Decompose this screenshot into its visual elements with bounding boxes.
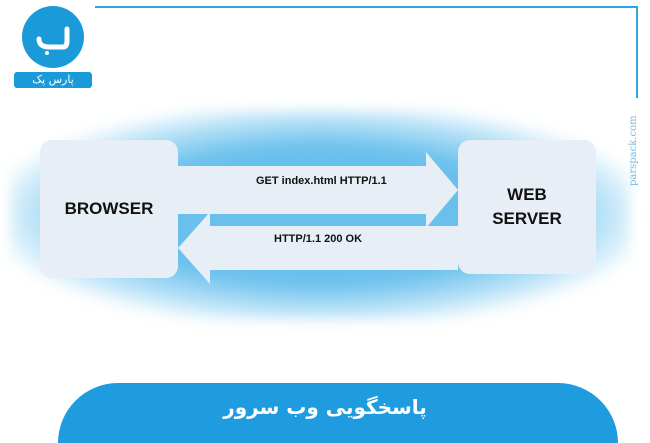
request-arrow [178, 152, 458, 228]
arrows-layer [178, 152, 458, 284]
response-label: HTTP/1.1 200 OK [274, 233, 363, 245]
frame-line-right [636, 6, 638, 98]
logo-glyph [36, 26, 70, 55]
frame-line-top [95, 6, 638, 8]
response-arrow [178, 212, 458, 284]
banner-title: پاسخگویی وب سرور [223, 395, 427, 419]
request-label: GET index.html HTTP/1.1 [256, 175, 387, 187]
logo-icon [22, 6, 84, 68]
logo-label: پارس پک [14, 72, 92, 88]
browser-box: BROWSER [40, 140, 178, 278]
browser-label: BROWSER [64, 199, 154, 218]
server-label-line1: WEB [507, 185, 547, 204]
server-label-line2: SERVER [492, 209, 562, 228]
logo: پارس پک [14, 6, 94, 90]
web-server-box: WEB SERVER [458, 140, 596, 274]
